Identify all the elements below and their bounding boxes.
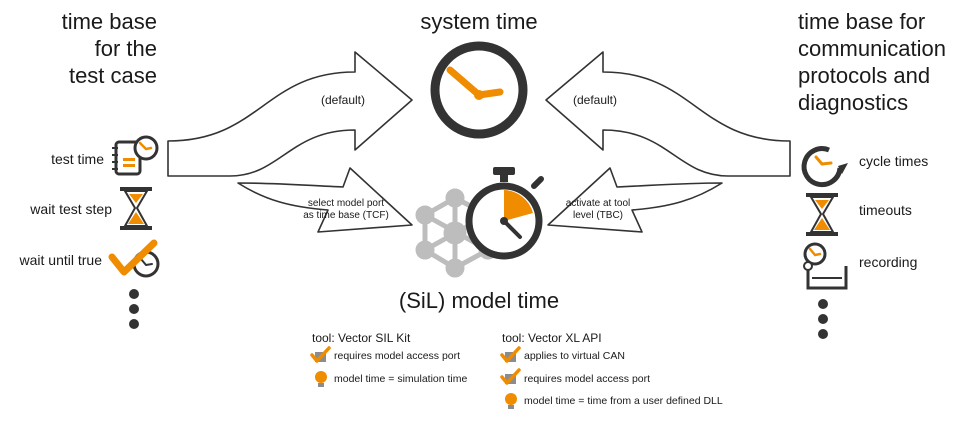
left-item-wait-until-true: wait until true — [19, 252, 102, 268]
tool-sil-note-1: requires model access port — [334, 350, 461, 362]
right-title: time base for communication protocols an… — [798, 8, 966, 116]
tool-sil-title: tool: Vector SIL Kit — [312, 331, 411, 345]
arrow-right-bottom — [547, 167, 723, 233]
right-item-recording: recording — [859, 254, 918, 270]
right-title-line-3: protocols and — [798, 63, 931, 88]
xl-check-icon-1 — [500, 346, 521, 363]
left-item-wait-test-step: wait test step — [30, 201, 112, 217]
wait-until-true-icon — [108, 239, 160, 278]
select-model-port-line-1: select model port — [307, 198, 385, 209]
left-item-test-time: test time — [51, 151, 104, 167]
left-title-line-1: time base — [61, 9, 157, 34]
sil-bulb-icon — [315, 371, 327, 387]
tool-xl-note-2: requires model access port — [524, 373, 651, 385]
hourglass-icon — [120, 187, 152, 230]
left-ellipsis-icon — [129, 289, 139, 329]
system-time-title: system time — [420, 9, 538, 34]
right-item-timeouts: timeouts — [859, 202, 912, 218]
tool-sil-note-2: model time = simulation time — [334, 373, 468, 385]
left-title: time base for the test case — [20, 8, 157, 89]
select-model-port-line-2: as time base (TCF) — [303, 210, 389, 221]
default-label-right: (default) — [572, 93, 618, 107]
test-time-icon — [112, 135, 159, 176]
arrow-left-bottom — [237, 167, 413, 233]
right-title-line-4: diagnostics — [798, 90, 909, 115]
tool-xl-title: tool: Vector XL API — [502, 331, 602, 345]
right-title-line-2: communication — [798, 36, 946, 61]
default-label-left: (default) — [320, 93, 366, 107]
right-title-line-1: time base for — [798, 9, 926, 34]
activate-tool-line-2: level (TBC) — [572, 210, 623, 221]
model-time-title: (SiL) model time — [398, 288, 560, 313]
recording-icon — [803, 242, 848, 290]
select-model-port-label: select model port as time base (TCF) — [290, 198, 402, 222]
activate-tool-line-1: activate at tool — [565, 198, 631, 209]
left-title-line-2: for the — [94, 36, 157, 61]
timeouts-icon — [806, 193, 838, 236]
sil-check-icon-1 — [310, 346, 331, 363]
tool-xl-note-3: model time = time from a user defined DL… — [524, 395, 723, 407]
xl-bulb-icon — [505, 393, 517, 409]
arrow-left-top — [167, 51, 413, 177]
activate-tool-label: activate at tool level (TBC) — [548, 198, 648, 222]
left-title-line-3: test case — [68, 63, 157, 88]
tool-xl-note-1: applies to virtual CAN — [524, 350, 625, 362]
arrow-right-top — [545, 51, 791, 177]
cycle-times-icon — [801, 146, 848, 188]
stopwatch-icon — [465, 167, 544, 260]
right-item-cycle-times: cycle times — [859, 153, 929, 169]
system-clock-icon — [430, 41, 528, 139]
xl-check-icon-2 — [500, 368, 521, 385]
right-ellipsis-icon — [818, 299, 828, 339]
